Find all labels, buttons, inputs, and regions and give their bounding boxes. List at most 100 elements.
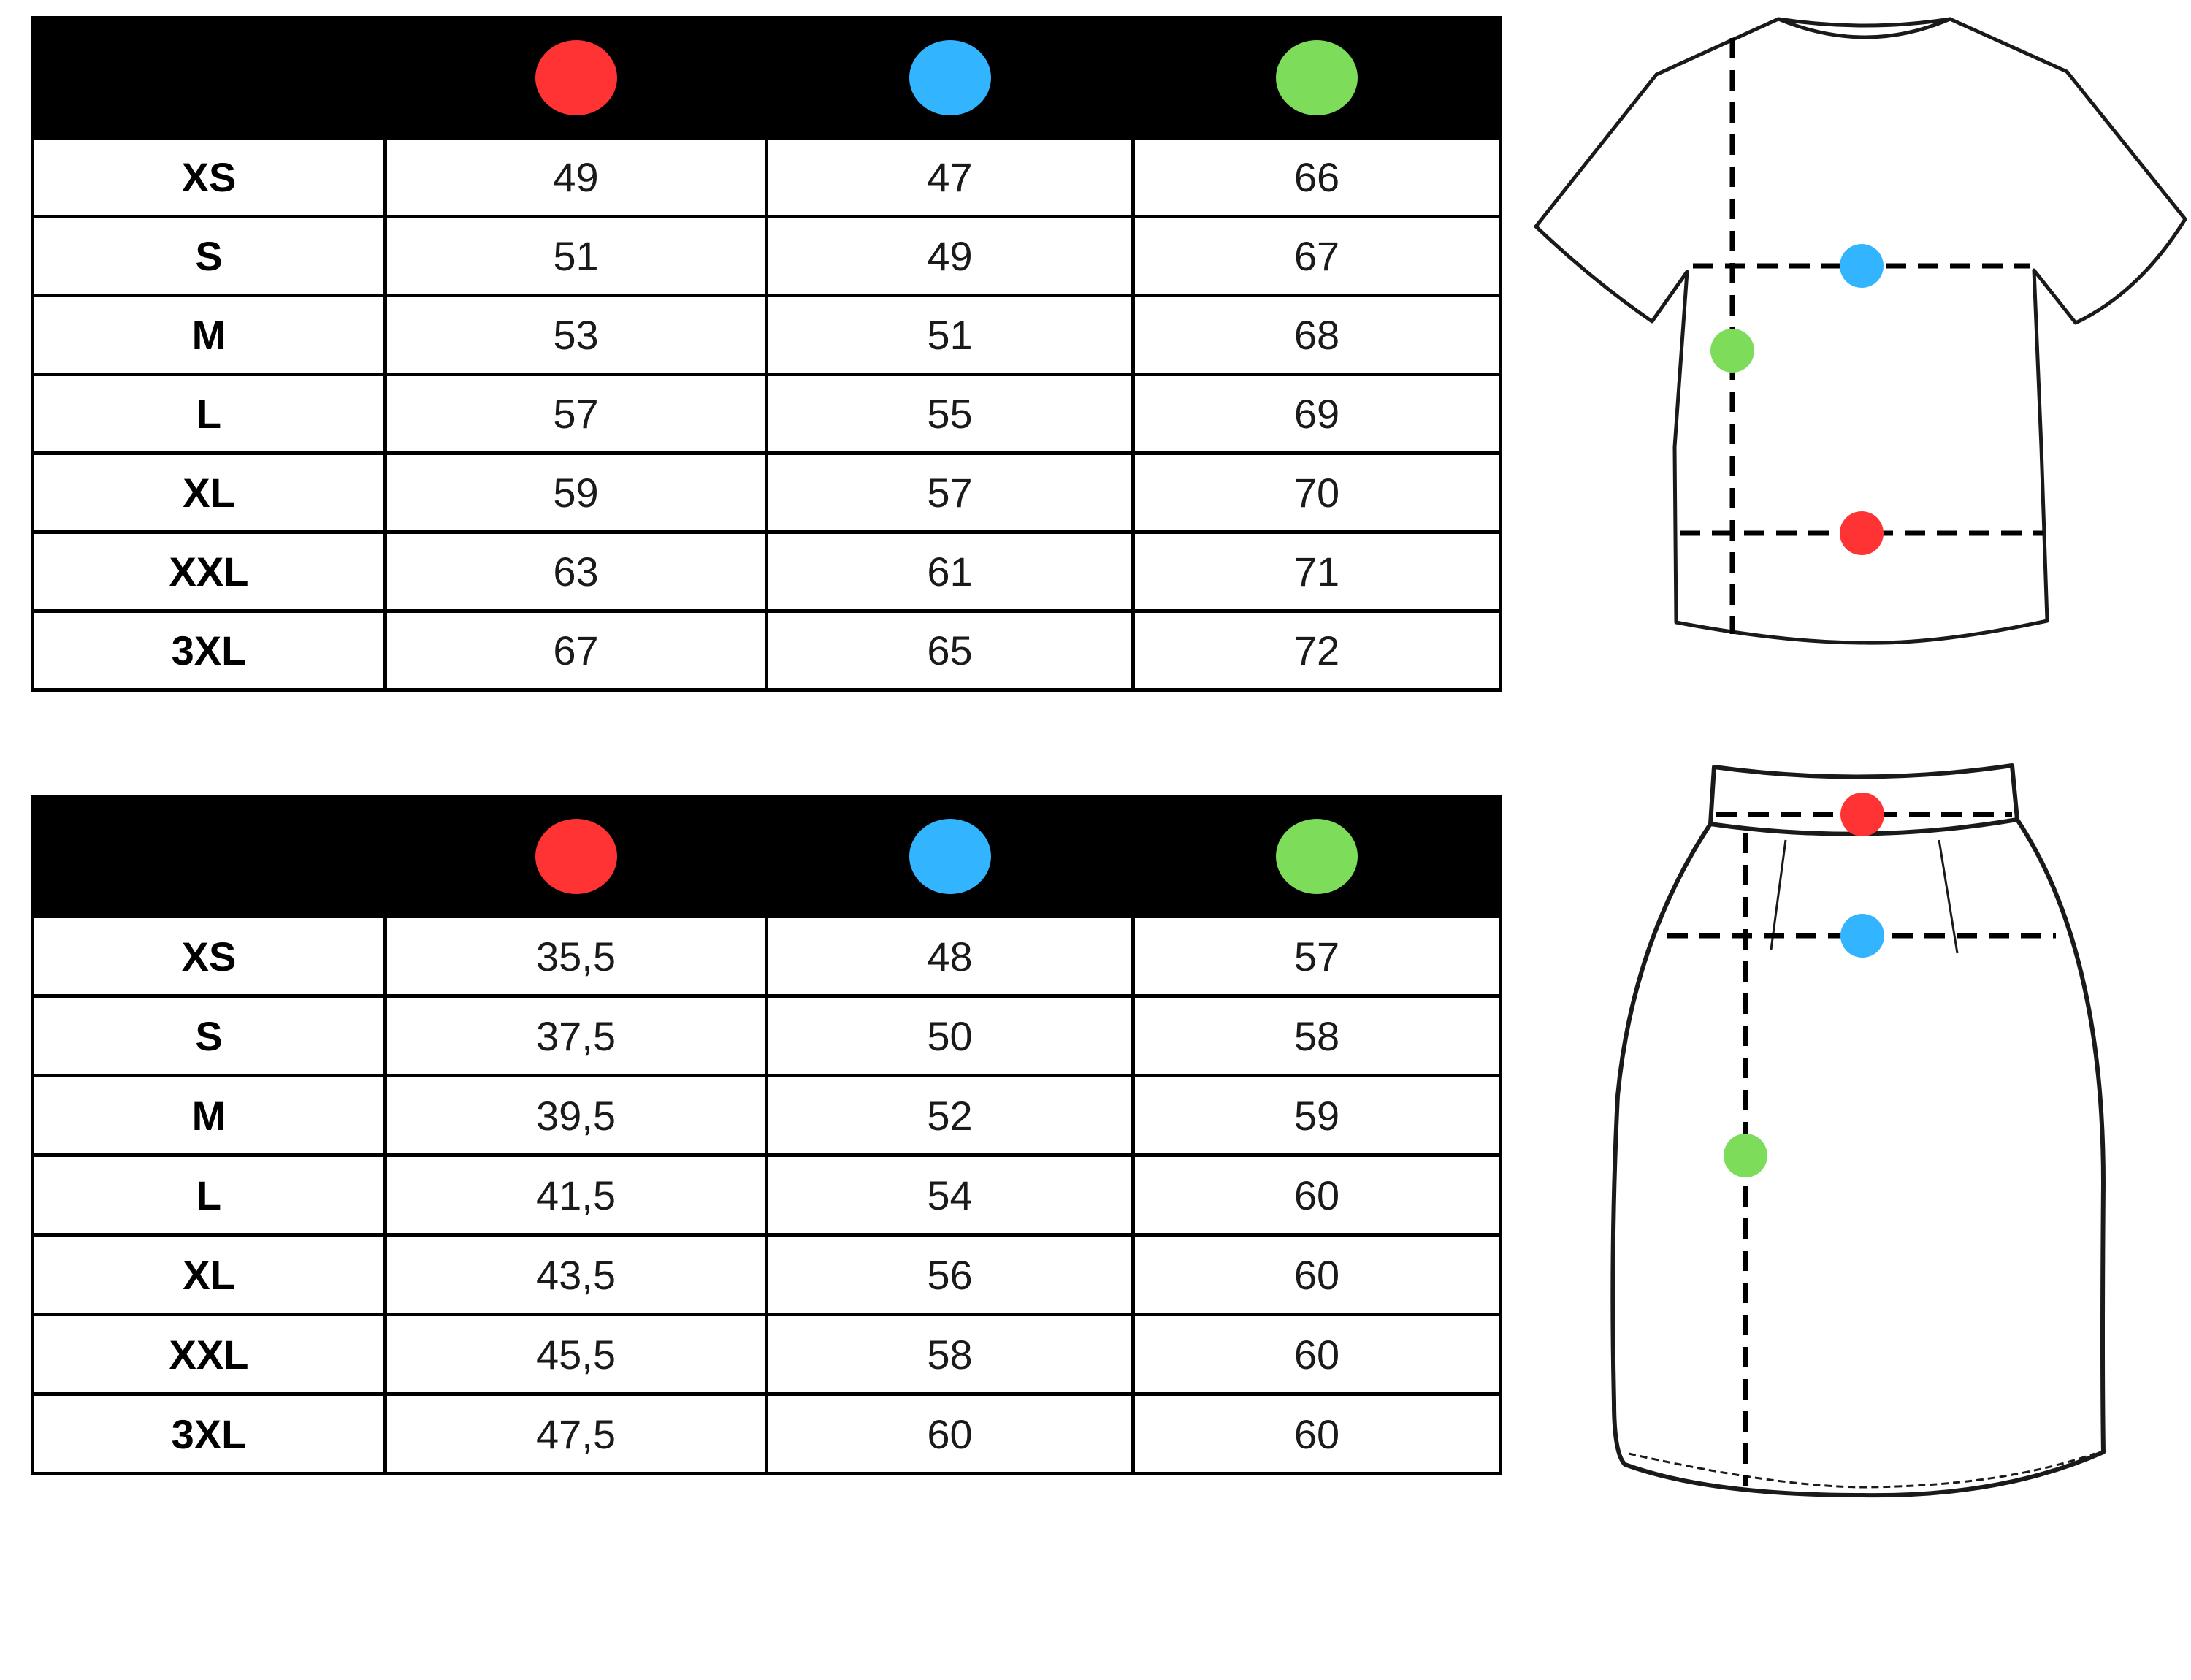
blue-measure-value: 65: [765, 609, 1135, 692]
header-red-marker-cell: [383, 16, 768, 140]
red-measure-value: 49: [383, 136, 768, 218]
tshirt-icon: [1534, 17, 2187, 645]
size-label: 3XL: [31, 1392, 387, 1475]
size-label: S: [31, 215, 387, 297]
size-label: XS: [31, 136, 387, 218]
green-measure-value: 60: [1131, 1153, 1502, 1237]
red-measure-value: 41,5: [383, 1153, 768, 1237]
green-measure-value: 60: [1131, 1313, 1502, 1396]
blue-measure-value: 61: [765, 530, 1135, 613]
green-measure-value: 71: [1131, 530, 1502, 613]
blue-marker-icon: [909, 819, 991, 894]
green-marker-icon: [1276, 819, 1358, 894]
green-measure-value: 59: [1131, 1074, 1502, 1157]
blue-measure-value: 51: [765, 294, 1135, 376]
red-marker-icon: [535, 40, 617, 115]
size-label: XS: [31, 915, 387, 998]
blue-measure-value: 50: [765, 994, 1135, 1077]
red-measure-value: 67: [383, 609, 768, 692]
blue-measure-value: 58: [765, 1313, 1135, 1396]
green-measure-value: 67: [1131, 215, 1502, 297]
size-label: L: [31, 1153, 387, 1237]
green-measure-value: 70: [1131, 451, 1502, 534]
red-measure-value: 53: [383, 294, 768, 376]
green-marker-icon: [1724, 1134, 1767, 1177]
skirt-dart-left: [1770, 839, 1787, 950]
size-label: XL: [31, 451, 387, 534]
size-label: 3XL: [31, 609, 387, 692]
red-measure-value: 39,5: [383, 1074, 768, 1157]
red-marker-icon: [1840, 511, 1884, 555]
red-measure-value: 35,5: [383, 915, 768, 998]
size-label: XL: [31, 1233, 387, 1316]
header-row: [31, 16, 1502, 140]
blue-measure-value: 47: [765, 136, 1135, 218]
green-measure-value: 57: [1131, 915, 1502, 998]
blue-measure-value: 52: [765, 1074, 1135, 1157]
green-measure-value: 60: [1131, 1392, 1502, 1475]
blue-measure-value: 55: [765, 373, 1135, 455]
size-label: M: [31, 1074, 387, 1157]
header-size-cell: [31, 16, 387, 140]
skirt-icon: [1610, 763, 2106, 1498]
green-measure-value: 58: [1131, 994, 1502, 1077]
size-label: XXL: [31, 530, 387, 613]
blue-marker-icon: [1840, 244, 1884, 288]
blue-marker-icon: [909, 40, 991, 115]
red-measure-value: 45,5: [383, 1313, 768, 1396]
green-measure-value: 66: [1131, 136, 1502, 218]
skirt-hem-stitch: [1628, 1452, 2095, 1489]
blue-measure-value: 60: [765, 1392, 1135, 1475]
blue-measure-value: 48: [765, 915, 1135, 998]
green-measure-value: 69: [1131, 373, 1502, 455]
blue-measure-value: 56: [765, 1233, 1135, 1316]
red-marker-icon: [1840, 793, 1884, 836]
green-marker-icon: [1276, 40, 1358, 115]
red-measure-value: 57: [383, 373, 768, 455]
size-label: M: [31, 294, 387, 376]
header-red-marker-cell: [383, 795, 768, 918]
header-blue-marker-cell: [765, 795, 1135, 918]
red-measure-value: 47,5: [383, 1392, 768, 1475]
blue-marker-icon: [1840, 914, 1884, 958]
header-blue-marker-cell: [765, 16, 1135, 140]
header-green-marker-cell: [1131, 795, 1502, 918]
blue-measure-value: 54: [765, 1153, 1135, 1237]
red-measure-value: 63: [383, 530, 768, 613]
red-measure-value: 59: [383, 451, 768, 534]
size-label: S: [31, 994, 387, 1077]
size-label: L: [31, 373, 387, 455]
tshirt-collar: [1776, 17, 1952, 39]
green-measure-value: 60: [1131, 1233, 1502, 1316]
header-green-marker-cell: [1131, 16, 1502, 140]
red-marker-icon: [535, 819, 617, 894]
blue-measure-value: 57: [765, 451, 1135, 534]
green-measure-value: 72: [1131, 609, 1502, 692]
blue-measure-value: 49: [765, 215, 1135, 297]
green-measure-value: 68: [1131, 294, 1502, 376]
red-measure-value: 37,5: [383, 994, 768, 1077]
red-measure-value: 43,5: [383, 1233, 768, 1316]
header-row: [31, 795, 1502, 918]
red-measure-value: 51: [383, 215, 768, 297]
green-marker-icon: [1710, 329, 1754, 373]
skirt-outline: [1610, 817, 2106, 1498]
skirt-dart-right: [1938, 839, 1959, 954]
header-size-cell: [31, 795, 387, 918]
